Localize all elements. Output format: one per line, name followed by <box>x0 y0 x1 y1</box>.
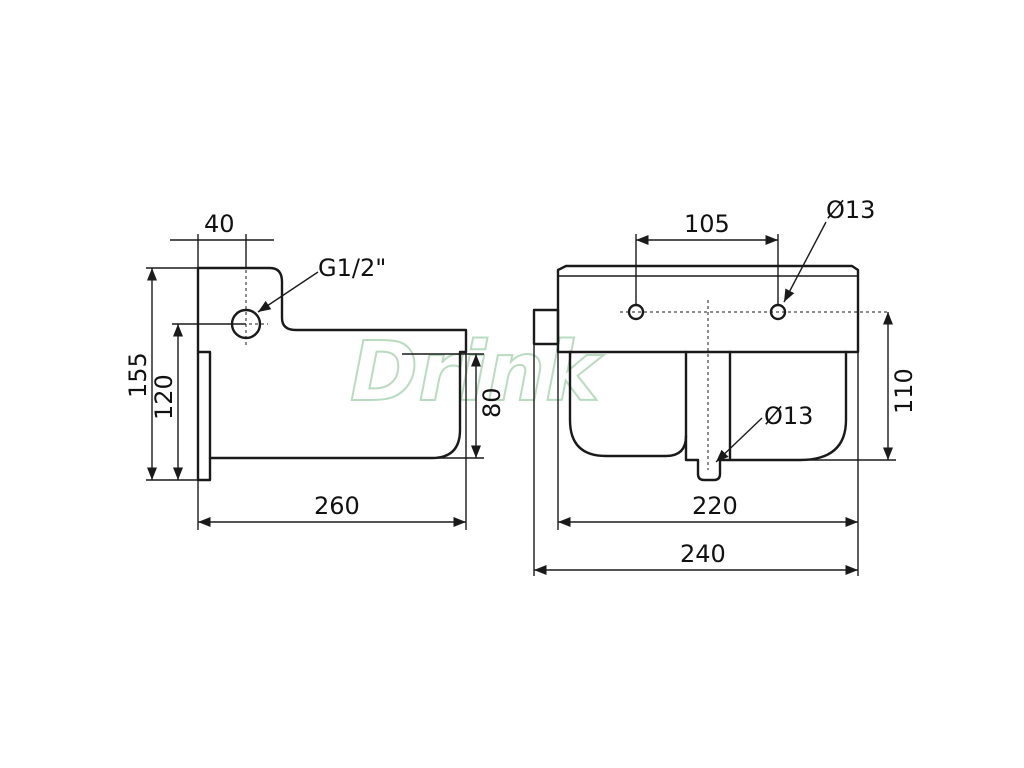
front-view-right-bowl <box>684 350 732 482</box>
hole-bottom-leader <box>715 417 763 463</box>
front-view-inlet-stub <box>532 308 560 346</box>
watermark-logo: Drink <box>350 325 604 420</box>
dim-label-hole-top: Ø13 <box>826 196 875 224</box>
thread-label: G1/2" <box>318 254 386 282</box>
front-view: 105 Ø13 Ø13 110 220 240 <box>532 196 918 576</box>
dim-label-240: 240 <box>680 540 726 568</box>
dim-label-105: 105 <box>684 210 730 238</box>
front-view-left-bowl <box>568 350 688 458</box>
side-view-body-outline <box>196 266 468 460</box>
dim-label-260: 260 <box>314 492 360 520</box>
dim-label-hole-bottom: Ø13 <box>764 402 813 430</box>
dim-label-220: 220 <box>692 492 738 520</box>
side-view-mount-plate <box>196 350 212 482</box>
dim-label-40: 40 <box>204 210 235 238</box>
side-view: 40 G1/2" 155 120 80 260 <box>124 210 506 530</box>
dim-label-120: 120 <box>150 374 178 420</box>
dim-label-80: 80 <box>478 387 506 418</box>
dim-label-155: 155 <box>124 352 152 398</box>
thread-leader <box>257 271 319 313</box>
dim-label-110: 110 <box>890 368 918 414</box>
hole-top-leader <box>783 221 827 303</box>
